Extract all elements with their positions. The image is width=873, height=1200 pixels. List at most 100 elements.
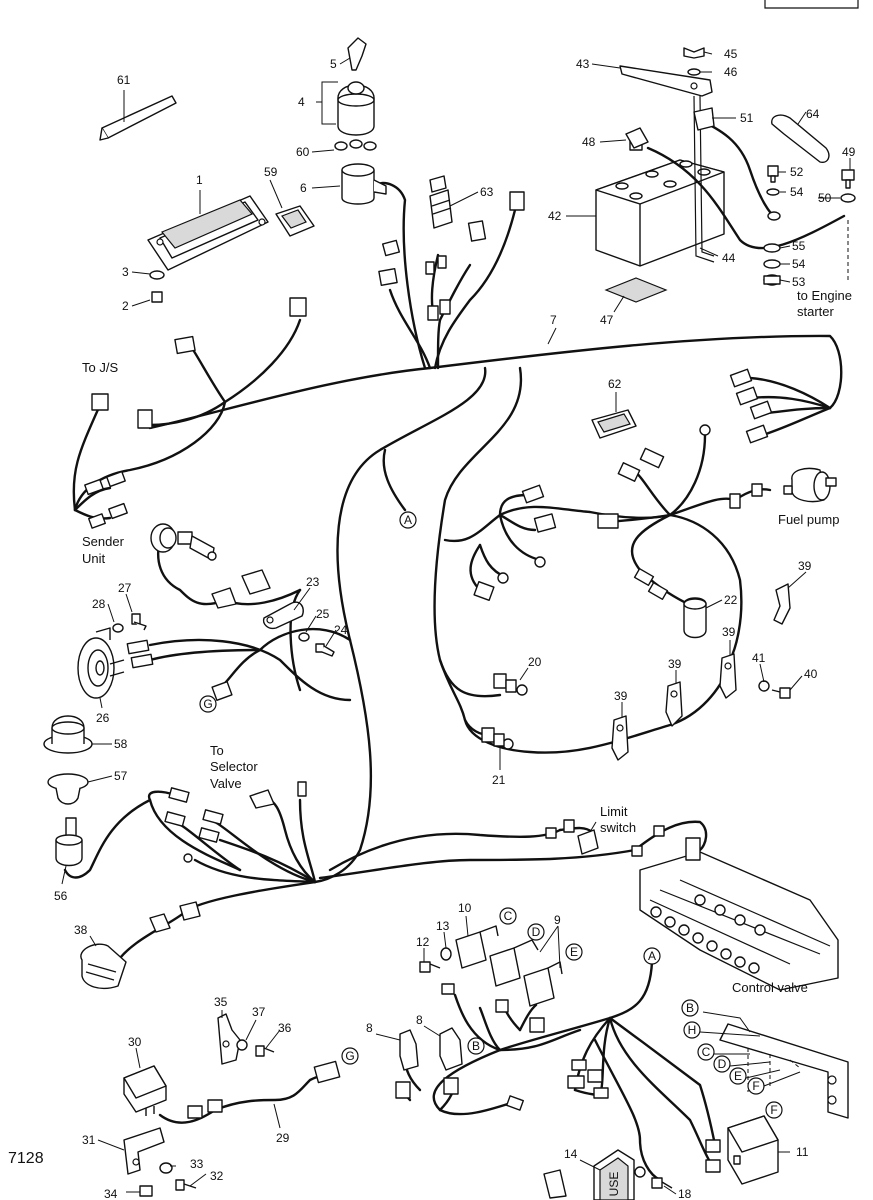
part-number: 23: [306, 575, 320, 589]
marker-f-bracket: F: [747, 1077, 765, 1095]
marker-f-box: F: [765, 1101, 783, 1119]
part-number: 12: [416, 935, 430, 949]
washer-37: [236, 1039, 248, 1051]
part-number: 26: [96, 711, 110, 725]
controller-module-1: [147, 195, 269, 271]
bolt-18: [651, 1177, 673, 1189]
battery-cable-51: [693, 107, 781, 221]
bolt-12: [419, 961, 441, 973]
connector-20: [493, 673, 528, 696]
tube-64: [771, 114, 830, 163]
marker-c-relay: C: [499, 907, 517, 925]
svg-text:A: A: [404, 513, 412, 527]
part-number: 9: [554, 913, 561, 927]
part-number: 35: [214, 995, 228, 1009]
part-number: 42: [548, 209, 562, 223]
part-number: 43: [576, 57, 590, 71]
svg-text:C: C: [504, 909, 513, 923]
leader-lines: [61, 51, 851, 1195]
bracket-31: [123, 1127, 165, 1175]
part-number: 51: [740, 111, 754, 125]
bolt-27: [131, 613, 147, 631]
part-number: 10: [458, 901, 472, 915]
part-number: 41: [752, 651, 766, 665]
svg-text:C: C: [702, 1045, 711, 1059]
part-number: 1: [196, 173, 203, 187]
control-box-11: [727, 1115, 779, 1185]
svg-text:D: D: [532, 925, 541, 939]
bracket-35: [217, 1013, 241, 1065]
part-number: 24: [334, 623, 348, 637]
part-number: 50: [818, 191, 832, 205]
part-number: 5: [330, 57, 337, 71]
part-number: 4: [298, 95, 305, 109]
svg-text:H: H: [688, 1023, 697, 1037]
pad-47: [604, 277, 668, 303]
svg-text:E: E: [570, 945, 578, 959]
clip-39-upper: [773, 583, 791, 625]
clamp-23: [262, 601, 304, 630]
mounting-bracket: [719, 1023, 849, 1119]
connectors-23: [211, 569, 271, 609]
control-valve: [639, 837, 839, 991]
main-harness: [63, 181, 843, 967]
relay-9a: [489, 939, 539, 1013]
part-number: 20: [528, 655, 542, 669]
part-number: 29: [276, 1131, 290, 1145]
part-number: 46: [724, 65, 738, 79]
connector-59: [275, 205, 315, 237]
part-number: 57: [114, 769, 128, 783]
connectors-selector: [164, 781, 307, 863]
part-number: 21: [492, 773, 506, 787]
part-number: 39: [722, 625, 736, 639]
marker-a-upper: A: [399, 511, 417, 529]
part-number: 34: [104, 1187, 118, 1200]
washer-33: [159, 1162, 173, 1174]
part-number: 33: [190, 1157, 204, 1171]
bolt-40: [771, 687, 791, 699]
marker-d-bracket: D: [713, 1055, 731, 1073]
part-number: 58: [114, 737, 128, 751]
marker-c-bracket: C: [697, 1043, 715, 1061]
clip-39-a: [611, 715, 629, 761]
screw-2: [151, 291, 163, 303]
washer-near-18: [634, 1166, 646, 1178]
svg-text:D: D: [718, 1057, 727, 1071]
label-to-selector-line2: Selector: [210, 759, 258, 774]
part-number: 54: [792, 257, 806, 271]
bolt-24: [315, 643, 335, 657]
part-number: 52: [790, 165, 804, 179]
part-number: 18: [678, 1187, 692, 1200]
label-fuel-pump: Fuel pump: [778, 512, 839, 527]
lamp-38: [80, 901, 201, 990]
right-harness-connectors: [473, 368, 773, 602]
part-number: 47: [600, 313, 614, 327]
washer-54-bottom: [763, 259, 781, 269]
part-number: 30: [128, 1035, 142, 1049]
nut-34: [139, 1185, 153, 1197]
part-number: 44: [722, 251, 736, 265]
key-5: [347, 37, 367, 71]
clip-39-c: [719, 653, 737, 699]
label-limit-switch-line1: Limit: [600, 804, 628, 819]
svg-text:B: B: [472, 1039, 480, 1053]
knob-4: [337, 81, 375, 136]
connectors-top: [84, 191, 525, 529]
part-number: 27: [118, 581, 132, 595]
relay-8a: [395, 1029, 419, 1099]
label-sender-unit-line2: Unit: [82, 551, 106, 566]
fuel-pump: [751, 467, 837, 503]
part-number: 64: [806, 107, 820, 121]
cap-58: [43, 715, 93, 754]
part-number: 39: [614, 689, 628, 703]
part-number: 48: [582, 135, 596, 149]
part-number: 36: [278, 1021, 292, 1035]
figure-id: 7128: [8, 1150, 44, 1167]
part-number: 31: [82, 1133, 96, 1147]
cable-tie-61: [99, 95, 177, 141]
bolt-36: [255, 1045, 275, 1057]
connector-near-G: [211, 680, 233, 702]
part-number: 2: [122, 299, 129, 313]
part-number: 39: [668, 657, 682, 671]
